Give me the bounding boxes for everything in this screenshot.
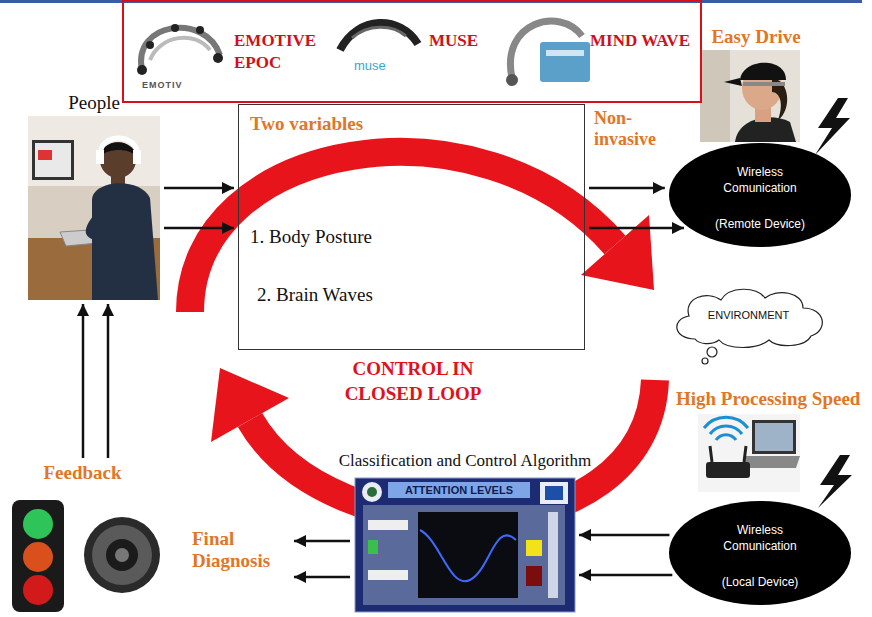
logo-text: muse [354,58,386,73]
connector-arrow [589,187,665,190]
variables-box: Two variables 1. Body Posture 2. Brain Wav… [238,104,585,350]
node-text: Classification and Control Algorithm [293,450,637,472]
connector-arrow [579,534,669,537]
node-text: Wireless Comunication [715,522,805,554]
speaker [84,517,160,593]
people-photo: People [28,92,160,300]
node-text: ENVIRONMENT [665,308,832,322]
connector-arrow [164,187,234,190]
easy-drive-image [700,50,800,142]
node-text: (Local Device) [680,574,840,590]
node-text: Feedback [0,462,165,484]
algorithm-screen: Classification and Control AlgorithmATTE… [355,478,575,612]
connector-arrow [579,574,672,577]
feedback-devices: Feedback [0,462,165,612]
connector-arrow [164,227,234,230]
node-text: High Processing Speed [676,388,860,410]
loop-arrow [190,152,655,520]
muse-headband [340,23,418,50]
logo-text: EMOTIV [142,80,183,91]
annotation-label: Non-invasive [594,108,672,150]
loop-label: CONTROL IN CLOSED LOOP [328,356,498,406]
emotiv-headset [137,24,223,75]
node-text: Two variables [247,113,366,135]
node-text: Easy Drive [700,26,812,48]
easy-drive-photo: Easy Drive [700,26,812,142]
node-text: People [28,92,160,114]
connector-arrow [82,304,85,458]
router-laptop-image [698,414,800,492]
node-text: 1. Body Posture [247,225,375,249]
node-text: (Remote Device) [680,216,840,232]
node-text: EMOTIVE EPOC [234,30,319,74]
mindwave-headset [506,21,590,86]
connector-arrow [107,304,110,458]
wireless-ellipse: Wireless Comunication (Local Device) [668,500,852,606]
node-text: 2. Brain Waves [254,283,376,307]
output-arrow [294,541,350,577]
people-photo-image [28,116,160,300]
wireless-ellipse: Wireless Comunication (Remote Device) [668,142,852,248]
environment-cloud: ENVIRONMENT [665,284,832,350]
node-text: MIND WAVE [590,30,690,52]
processing-photo: High Processing Speed [676,388,868,494]
node-text: MUSE [429,30,478,52]
device-panel: EMOTIVE EPOC MUSE MIND WAVE [122,0,702,103]
connector-arrow [589,227,684,230]
node-text: Wireless Comunication [715,164,805,196]
traffic-light [12,500,64,612]
output-label: Final Diagnosis [192,528,284,572]
screen-image [355,478,575,612]
node-text: ATTENTION LEVELS [388,483,530,497]
